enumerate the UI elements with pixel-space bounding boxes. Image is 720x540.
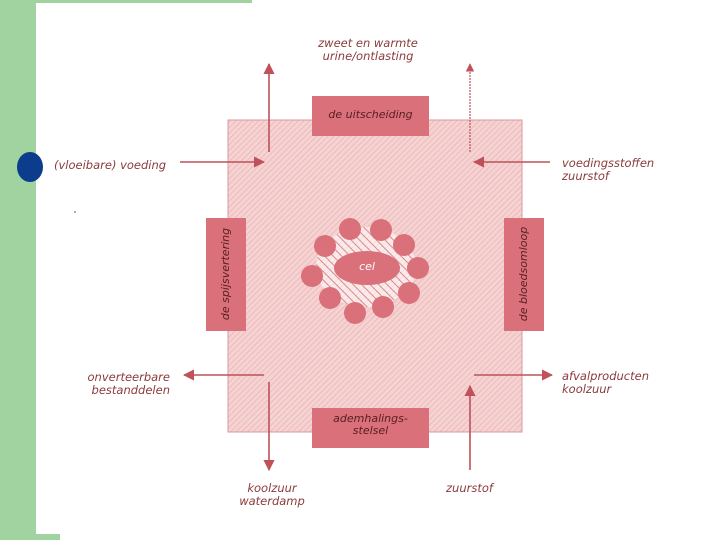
cell-circle (344, 302, 366, 324)
label-right-lower: afvalproducten koolzuur (562, 370, 649, 396)
label-left-lower-line2: bestanddelen (91, 383, 170, 397)
cell-circle (301, 265, 323, 287)
organ-label-left: de spijsvertering (219, 227, 232, 321)
organ-label-bottom-line1: ademhalings- (333, 412, 408, 425)
label-top-line1: zweet en warmte (318, 36, 418, 50)
label-bottom-left: koolzuur waterdamp (232, 482, 312, 508)
label-top-line2: urine/ontlasting (322, 49, 414, 63)
cell-circle (393, 234, 415, 256)
label-right-lower-line1: afvalproducten (562, 369, 649, 383)
slide-top-accent (36, 0, 252, 3)
cell-nucleus (334, 251, 400, 285)
cell-circle (319, 287, 341, 309)
label-top-center: zweet en warmte urine/ontlasting (313, 37, 423, 63)
organ-label-top: de uitscheiding (328, 108, 413, 121)
cell-circle (398, 282, 420, 304)
label-right-upper: voedingsstoffen zuurstof (562, 157, 654, 183)
organ-box-left (206, 218, 246, 331)
cell-circle (314, 235, 336, 257)
label-right-upper-line2: zuurstof (562, 169, 609, 183)
stray-dot (74, 211, 76, 213)
cell-label: cel (359, 260, 375, 273)
label-bottom-left-line2: waterdamp (239, 494, 305, 508)
cell-circle (339, 218, 361, 240)
bullet-marker (17, 152, 43, 182)
cell-circle (370, 219, 392, 241)
label-bottom-right: zuurstof (446, 481, 493, 495)
label-left-lower-line1: onverteerbare (87, 370, 170, 384)
organ-label-right: de bloedsomloop (517, 226, 530, 322)
slide-bottom-accent (36, 534, 60, 540)
label-right-upper-line1: voedingsstoffen (562, 156, 655, 170)
label-bottom-left-line1: koolzuur (247, 481, 297, 495)
organ-box-bottom (312, 408, 429, 448)
organ-label-bottom-line2: stelsel (352, 424, 389, 437)
label-left-lower: onverteerbare bestanddelen (82, 371, 170, 397)
organ-box-top (312, 96, 429, 136)
cell-circle (407, 257, 429, 279)
cell-circle (372, 296, 394, 318)
organ-label-bottom: ademhalings- stelsel (312, 413, 429, 437)
slide-sidebar (0, 0, 36, 540)
organ-box-right (504, 218, 544, 331)
label-right-lower-line2: koolzuur (562, 382, 612, 396)
label-left-upper: (vloeibare) voeding (54, 158, 167, 172)
